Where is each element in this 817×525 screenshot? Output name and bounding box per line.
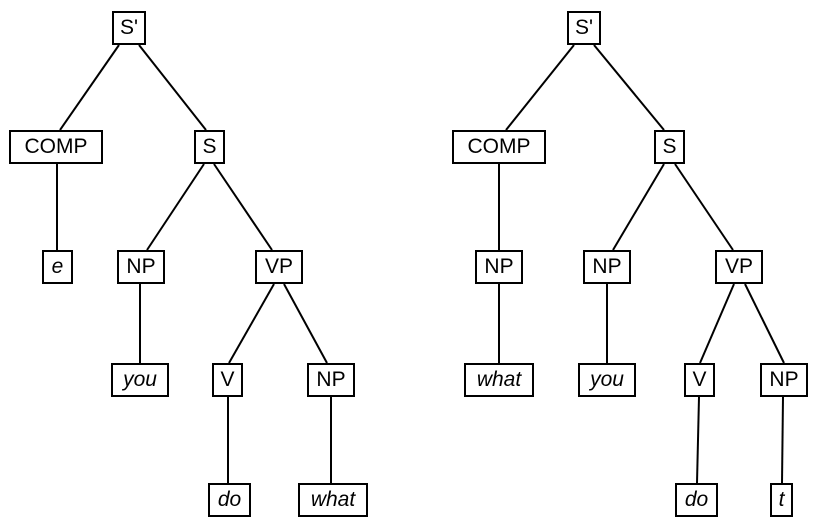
tree-node-l-do: do [208,483,251,517]
tree-node-r-np2: NP [760,363,808,397]
tree-node-r-sbar: S' [567,11,601,45]
tree-node-l-v: V [212,363,243,397]
tree-edge-r-np2-to-r-t [781,396,784,484]
tree-node-label: NP [592,254,622,278]
tree-node-l-s: S [194,130,225,164]
tree-node-r-np1: NP [583,250,631,284]
tree-edge-r-s-to-r-np1 [612,163,665,251]
tree-node-l-np2: NP [307,363,355,397]
tree-node-label: S [662,134,677,158]
tree-node-label: NP [316,367,346,391]
tree-node-r-v: V [684,363,715,397]
tree-node-l-np1: NP [117,250,165,284]
tree-edge-l-vp-to-l-np2 [283,283,328,364]
tree-edge-r-sbar-to-r-comp [505,44,575,131]
tree-edge-l-s-to-l-np1 [146,163,205,251]
tree-node-r-s: S [654,130,685,164]
tree-node-label: VP [264,254,293,278]
tree-node-label: S [202,134,217,158]
tree-edge-l-sbar-to-l-s [138,44,207,131]
tree-node-label: COMP [24,134,88,158]
tree-node-l-vp: VP [255,250,303,284]
tree-node-label: do [684,487,709,511]
tree-edge-r-v-to-r-do [696,396,700,484]
tree-node-l-comp: COMP [9,130,103,164]
tree-node-label: what [310,487,356,511]
tree-node-label: S' [119,15,139,39]
tree-node-l-e: e [42,250,73,284]
tree-edge-r-vp-to-r-np2 [744,283,785,364]
tree-node-r-t: t [770,483,793,517]
tree-node-label: NP [769,367,799,391]
tree-node-l-sbar: S' [112,11,146,45]
deep-structure-tree-edges [56,44,332,483]
tree-node-label: VP [724,254,753,278]
tree-edge-l-sbar-to-l-comp [59,44,120,131]
tree-node-r-what: what [464,363,534,397]
tree-node-label: you [123,367,157,391]
tree-node-l-what: what [298,483,368,517]
tree-node-r-vp: VP [715,250,763,284]
tree-edge-r-vp-to-r-v [699,283,735,364]
tree-node-label: V [220,367,235,391]
tree-node-r-comp: COMP [452,130,546,164]
tree-node-label: V [692,367,707,391]
tree-node-label: e [51,254,64,278]
tree-node-l-you: you [111,363,169,397]
tree-node-r-you: you [578,363,636,397]
tree-node-label: NP [484,254,514,278]
tree-node-label: t [778,487,785,511]
tree-node-r-do: do [675,483,718,517]
tree-edge-r-sbar-to-r-s [593,44,665,131]
tree-edge-l-s-to-l-vp [213,163,273,251]
tree-node-label: do [217,487,242,511]
tree-node-label: S' [574,15,594,39]
tree-node-label: you [590,367,624,391]
tree-edge-l-vp-to-l-v [228,283,275,364]
tree-node-label: NP [126,254,156,278]
surface-structure-tree-edges [498,44,785,484]
tree-node-label: what [476,367,522,391]
tree-edge-r-s-to-r-vp [674,163,734,251]
tree-node-label: COMP [467,134,531,158]
tree-node-r-np0: NP [475,250,523,284]
